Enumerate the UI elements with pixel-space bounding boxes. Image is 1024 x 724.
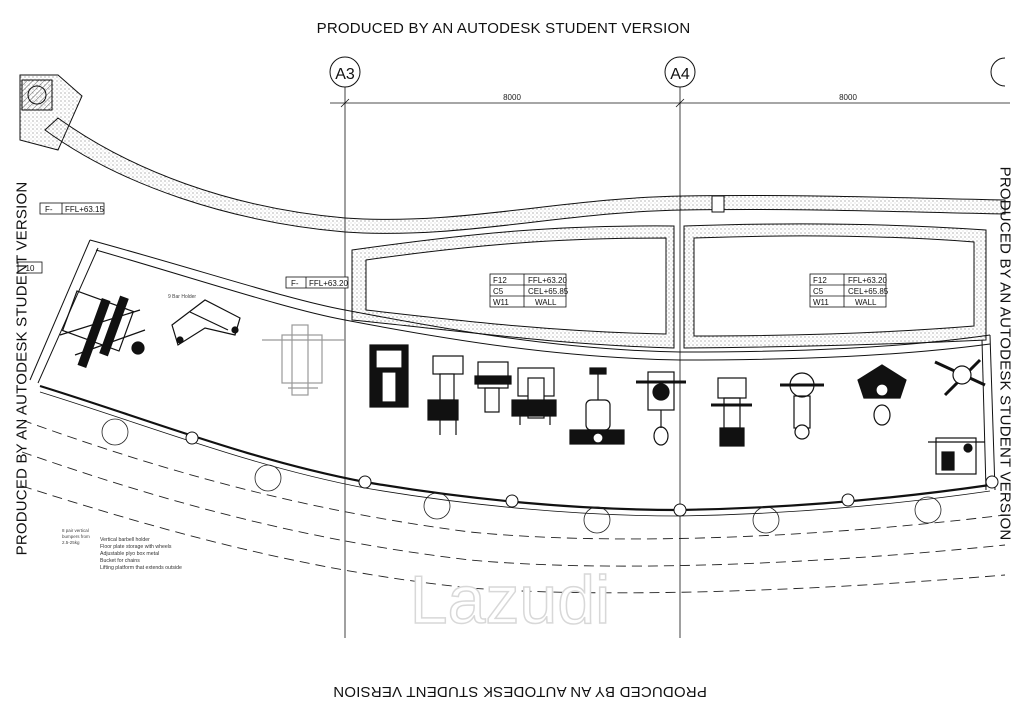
room-tag-cell: F12 <box>493 276 507 285</box>
room-tag-cell: W11 <box>493 298 509 307</box>
svg-text:Vertical barbell holder: Vertical barbell holder <box>100 537 150 543</box>
equipment-pec-deck <box>780 372 824 440</box>
equipment-leg-press <box>511 367 557 425</box>
equipment-row-machine <box>711 377 752 447</box>
level-tag-left <box>39 202 105 215</box>
equipment-bar-holder <box>171 299 241 346</box>
student-version-stamp-bottom: PRODUCED BY AN AUTODESK STUDENT VERSION <box>333 683 707 700</box>
equipment-multi-station <box>857 364 907 426</box>
gym-boundary <box>29 239 996 491</box>
room-tag-cell: C5 <box>813 287 824 296</box>
edge-label: 10 <box>26 264 35 273</box>
room-tag-cell: FFL+63.20 <box>528 276 567 285</box>
dashed-path-lines <box>21 419 1006 594</box>
hatched-column <box>19 74 83 151</box>
grid-bubble-a3 <box>329 56 361 88</box>
curved-wall-north <box>44 117 1006 234</box>
student-version-stamp-right: PRODUCED BY AN AUTODESK STUDENT VERSION <box>996 166 1014 541</box>
room-tag-cell: C5 <box>493 287 504 296</box>
grid-lines <box>330 58 1010 638</box>
grid-bubble-a5-partial <box>990 57 1006 87</box>
grid-bubble-a4 <box>664 56 696 88</box>
level-tag-value: FFL+63.20 <box>309 279 348 288</box>
equipment-corner-rack <box>928 437 985 475</box>
room-tag-cell: FFL+63.20 <box>848 276 887 285</box>
equipment-cable-station-2 <box>474 361 512 413</box>
grid-bubble-label-a4: A4 <box>670 66 690 83</box>
equipment-bench-grey <box>262 324 345 396</box>
room-tag-cell: W11 <box>813 298 829 307</box>
equipment-lat-pull <box>934 358 986 397</box>
room-tag-cell: F12 <box>813 276 827 285</box>
student-version-stamp-top: PRODUCED BY AN AUTODESK STUDENT VERSION <box>316 20 691 37</box>
edge-label-box <box>17 261 43 274</box>
equipment-cable-station-1 <box>427 355 464 435</box>
svg-text:bumpers from: bumpers from <box>62 534 90 539</box>
equipment-power-rack <box>59 290 146 369</box>
wall-stub <box>711 195 725 213</box>
svg-text:2.5-25kg: 2.5-25kg <box>62 540 80 545</box>
equipment-treadmill <box>369 344 409 408</box>
room-tag-cell: CEL+65.85 <box>528 287 569 296</box>
equipment-notes-list: Vertical barbell holder Floor plate stor… <box>100 537 182 571</box>
equipment-label: 9 Bar Holder <box>168 294 196 300</box>
student-version-stamp-left: PRODUCED BY AN AUTODESK STUDENT VERSION <box>13 181 31 556</box>
svg-text:Adjustable plyo box metal: Adjustable plyo box metal <box>100 551 159 557</box>
svg-text:Bucket for chains: Bucket for chains <box>100 558 140 564</box>
mullion-markers <box>185 431 999 517</box>
level-tag-code: F- <box>291 279 299 288</box>
svg-text:Lifting platform that extends: Lifting platform that extends outside <box>100 565 182 571</box>
svg-text:Floor plate storage with wheel: Floor plate storage with wheels <box>100 544 172 550</box>
room-tag-table-1 <box>489 273 567 308</box>
room-tag-cell: WALL <box>855 298 877 307</box>
watermark-logo: Lazudi <box>410 562 610 638</box>
grid-bubble-label-a3: A3 <box>335 66 355 83</box>
svg-text:8 pair vertical: 8 pair vertical <box>62 528 89 533</box>
dimension-label: 8000 <box>503 93 521 102</box>
gym-equipment <box>59 290 986 475</box>
room-tag-cell: WALL <box>535 298 557 307</box>
small-note: 8 pair vertical bumpers from 2.5-25kg <box>62 528 90 545</box>
equipment-chest-press <box>636 371 686 446</box>
level-tag-mid <box>285 276 349 289</box>
room-tag-cell: CEL+65.85 <box>848 287 889 296</box>
column-circles <box>101 418 942 534</box>
level-tag-value: FFL+63.15 <box>65 205 104 214</box>
level-tag-code: F- <box>45 205 53 214</box>
dimension-label: 8000 <box>839 93 857 102</box>
room-tag-table-2 <box>809 273 887 308</box>
equipment-bike <box>569 367 625 445</box>
